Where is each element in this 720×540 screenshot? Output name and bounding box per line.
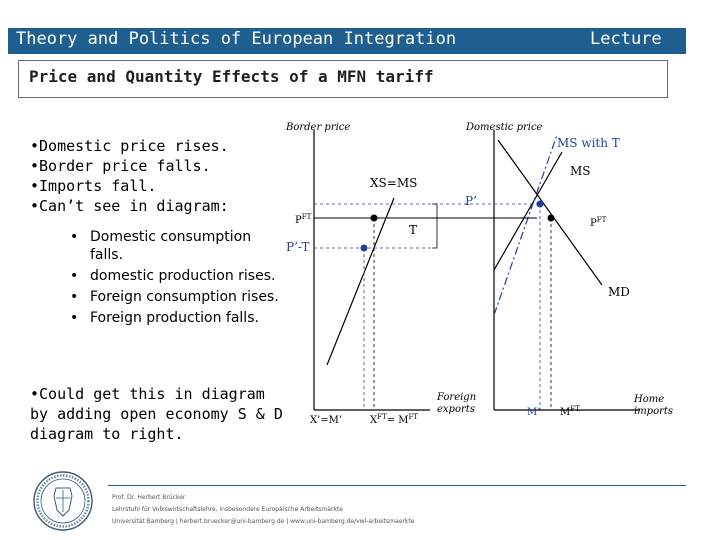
ms-curve <box>493 151 563 271</box>
header-bar: Theory and Politics of European Integrat… <box>8 28 686 54</box>
m-prime-label: M’ <box>527 407 540 418</box>
p-ft-right-label: PFT <box>590 216 607 229</box>
sub-bullet-item: • Foreign consumption rises. <box>70 288 280 306</box>
md-label: MD <box>608 285 630 299</box>
ms-label: MS <box>570 164 591 178</box>
p-ft-right-base: P <box>590 218 597 229</box>
bullet-dot-icon: • <box>70 268 79 284</box>
home-imports-label-1: Home <box>633 394 664 405</box>
free-trade-point-home <box>547 214 555 222</box>
sub-bullet-item: • Domestic consumption falls. <box>70 228 280 264</box>
foreign-exports-label-1: Foreign <box>436 392 476 403</box>
tariff-point-home <box>536 200 544 208</box>
course-title: Theory and Politics of European Integrat… <box>16 29 457 49</box>
eq-m-ft-sup: FT <box>408 413 418 421</box>
mfn-tariff-diagram: Border price Domestic price MS with T MS… <box>285 122 673 426</box>
right-axis-title: Domestic price <box>465 122 543 133</box>
closing-bullet: •Could get this in diagram by adding ope… <box>30 385 283 443</box>
p-prime-minus-t-label: P’-T <box>286 240 310 254</box>
bullet-item: •Domestic price rises. <box>30 137 229 155</box>
sub-bullet-text: domestic production rises. <box>90 268 276 284</box>
ms-with-t-curve <box>493 134 558 316</box>
ms-with-t-label: MS with T <box>557 136 620 150</box>
bullet-dot-icon: • <box>70 310 79 326</box>
p-ft-right-sup: FT <box>597 216 607 224</box>
free-trade-point-foreign <box>370 214 378 222</box>
xs-ms-curve <box>326 197 395 366</box>
x-ft-sup: FT <box>377 413 387 421</box>
p-ft-left-label: PFT <box>295 213 312 226</box>
sub-bullet-item: • domestic production rises. <box>70 267 280 285</box>
footer-author: Prof. Dr. Herbert Brücker <box>112 494 186 501</box>
p-prime-label: P’ <box>465 194 477 208</box>
university-seal-icon <box>33 471 93 531</box>
footer-chair: Lehrstuhl für Volkswirtschaftslehre, ins… <box>112 506 343 513</box>
p-ft-left-base: P <box>295 215 302 226</box>
xs-ms-label: XS=MS <box>370 176 417 190</box>
bullet-item: •Imports fall. <box>30 177 157 195</box>
bullet-dot-icon: • <box>70 229 79 245</box>
x-ft-base: X <box>370 415 378 426</box>
md-curve <box>497 139 603 286</box>
left-axis-title: Border price <box>285 122 350 133</box>
sub-bullet-text: Domestic consumption falls. <box>90 229 252 263</box>
sub-bullet-list: • Domestic consumption falls. • domestic p… <box>70 228 280 330</box>
lecture-label: Lecture <box>590 29 662 49</box>
footer-text: Prof. Dr. Herbert Brücker Lehrstuhl für … <box>112 492 414 528</box>
footer-divider <box>108 485 686 486</box>
x-ft-eq-m-ft-label: XFT= MFT <box>370 413 418 426</box>
x-prime-eq-m-prime-label: X’=M’ <box>310 415 342 426</box>
bullet-dot-icon: • <box>70 289 79 305</box>
bullet-item: •Border price falls. <box>30 157 211 175</box>
eq-m-ft-base: = M <box>387 415 409 426</box>
sub-bullet-text: Foreign production falls. <box>90 310 259 326</box>
m-ft-base: M <box>560 407 570 418</box>
foreign-exports-label-2: exports <box>437 404 475 415</box>
m-ft-label: MFT <box>560 405 580 418</box>
main-bullet-list: •Domestic price rises. •Border price fal… <box>30 136 290 216</box>
slide-title: Price and Quantity Effects of a MFN tari… <box>29 67 434 86</box>
m-ft-sup: FT <box>570 405 580 413</box>
tariff-t-label: T <box>409 223 417 237</box>
bullet-item: •Can’t see in diagram: <box>30 197 229 215</box>
footer-contact: Universität Bamberg | herbert.bruecker@u… <box>112 518 415 525</box>
tariff-point-foreign <box>360 244 368 252</box>
sub-bullet-text: Foreign consumption rises. <box>90 289 279 305</box>
home-imports-label-2: imports <box>634 406 673 417</box>
p-ft-left-sup: FT <box>302 213 312 221</box>
sub-bullet-item: • Foreign production falls. <box>70 309 280 327</box>
slide-title-box: Price and Quantity Effects of a MFN tari… <box>18 60 668 98</box>
tariff-bracket <box>432 203 438 249</box>
